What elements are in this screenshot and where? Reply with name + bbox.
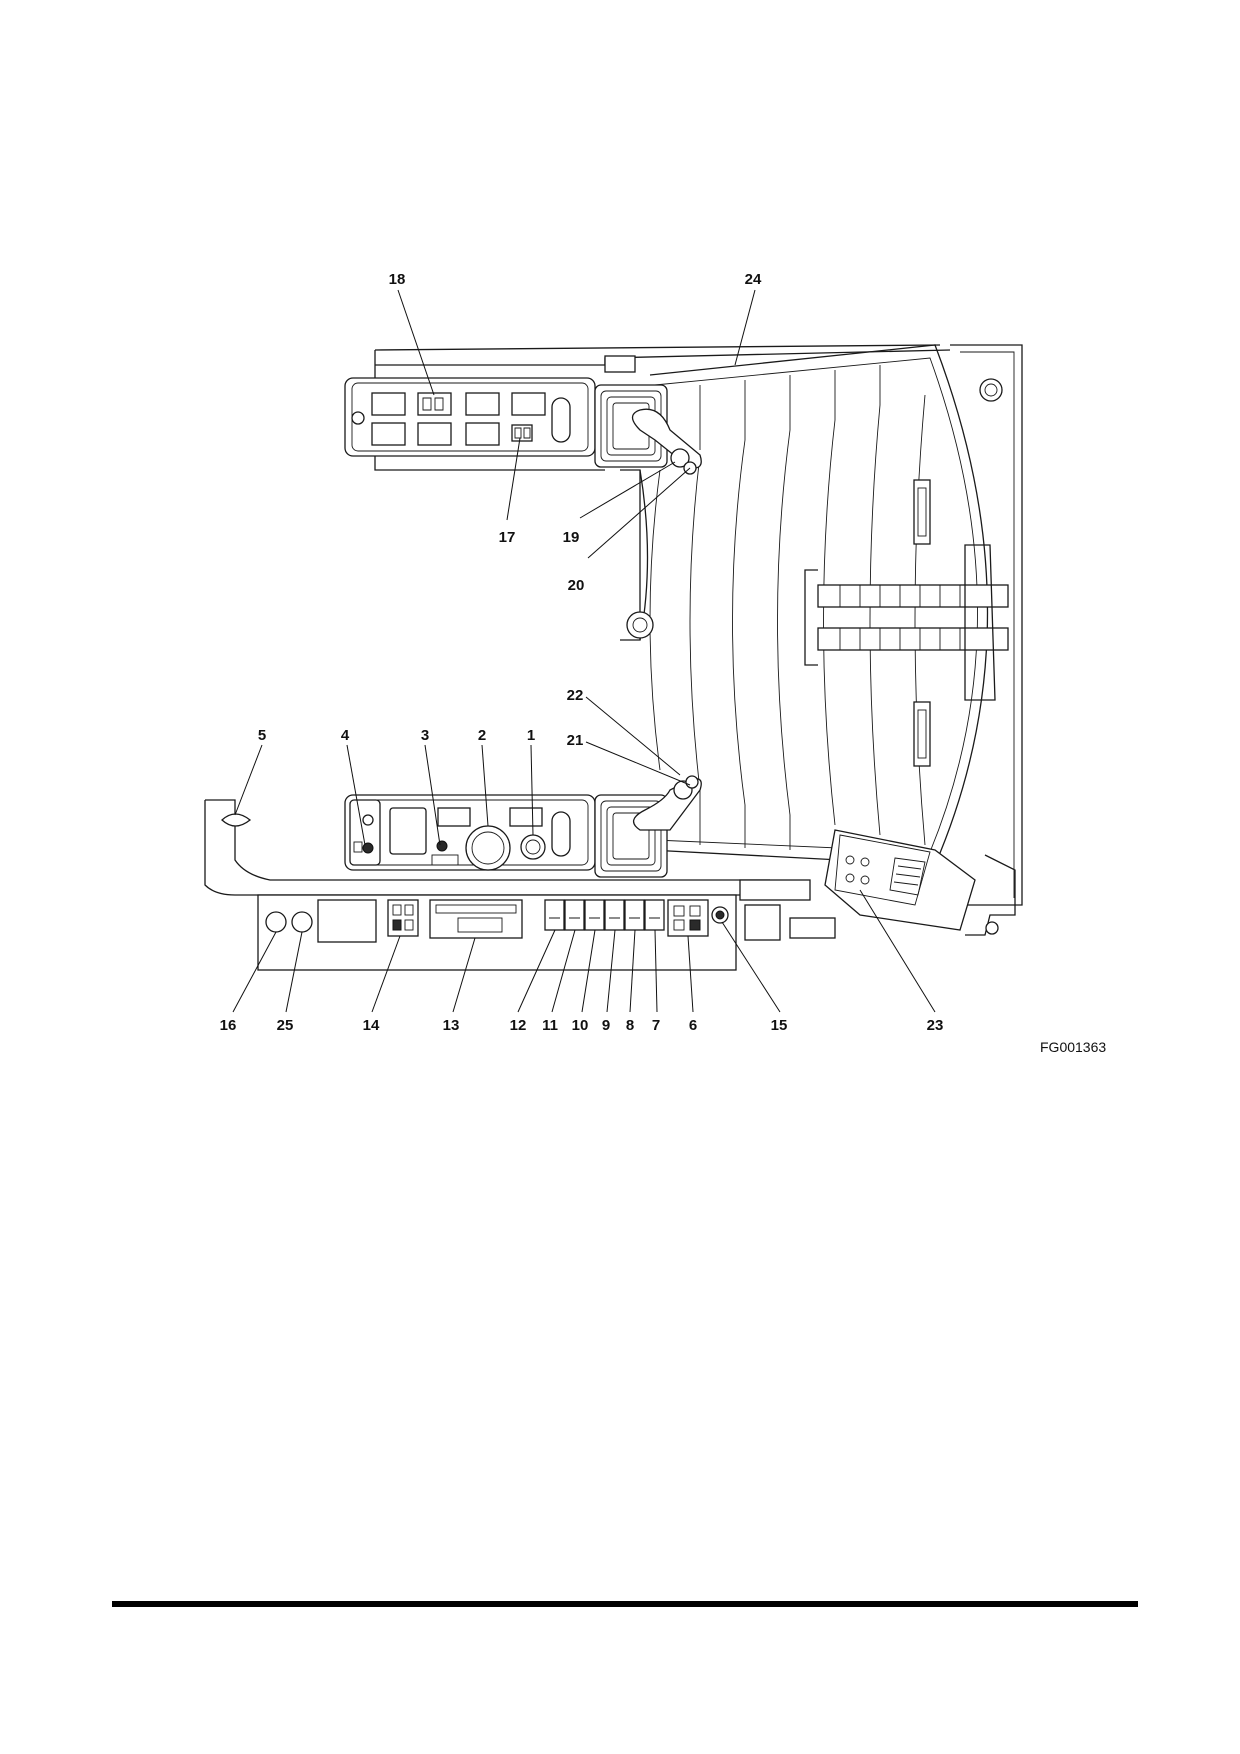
callout-19: 19 [563, 529, 580, 546]
lower-side-console [204, 775, 770, 896]
callout-9: 9 [602, 1017, 610, 1034]
figure-code: FG001363 [1040, 1039, 1106, 1055]
monitor-panel [824, 829, 976, 931]
switch-panel-17 [511, 424, 533, 442]
callout-7: 7 [652, 1017, 660, 1034]
callout-12: 12 [510, 1017, 527, 1034]
callout-17: 17 [499, 529, 516, 546]
callout-15: 15 [771, 1017, 788, 1034]
callout-24: 24 [745, 271, 762, 288]
callout-18: 18 [389, 271, 406, 288]
callout-16: 16 [220, 1017, 237, 1034]
callout-5: 5 [258, 727, 266, 744]
callout-1: 1 [527, 727, 535, 744]
callout-2: 2 [478, 727, 486, 744]
page-bottom-rule [112, 1601, 1138, 1607]
callout-labels: 18 24 17 19 20 22 21 5 4 3 2 1 16 25 14 … [220, 271, 944, 1034]
callout-8: 8 [626, 1017, 634, 1034]
callout-23: 23 [927, 1017, 944, 1034]
callout-20: 20 [568, 577, 585, 594]
callout-6: 6 [689, 1017, 697, 1034]
cab-back-rail [374, 344, 951, 641]
callout-21: 21 [567, 732, 584, 749]
callout-11: 11 [542, 1017, 558, 1034]
upper-side-console [344, 377, 702, 475]
callout-10: 10 [572, 1017, 589, 1034]
cab-frame [950, 344, 1023, 936]
callout-4: 4 [341, 727, 350, 744]
callout-3: 3 [421, 727, 429, 744]
leader-lines [232, 289, 936, 1013]
callout-14: 14 [363, 1017, 380, 1034]
callout-22: 22 [567, 687, 584, 704]
callout-13: 13 [443, 1017, 460, 1034]
lower-switch-bar [257, 879, 836, 971]
operator-seat [649, 344, 1009, 866]
callout-25: 25 [277, 1017, 294, 1034]
